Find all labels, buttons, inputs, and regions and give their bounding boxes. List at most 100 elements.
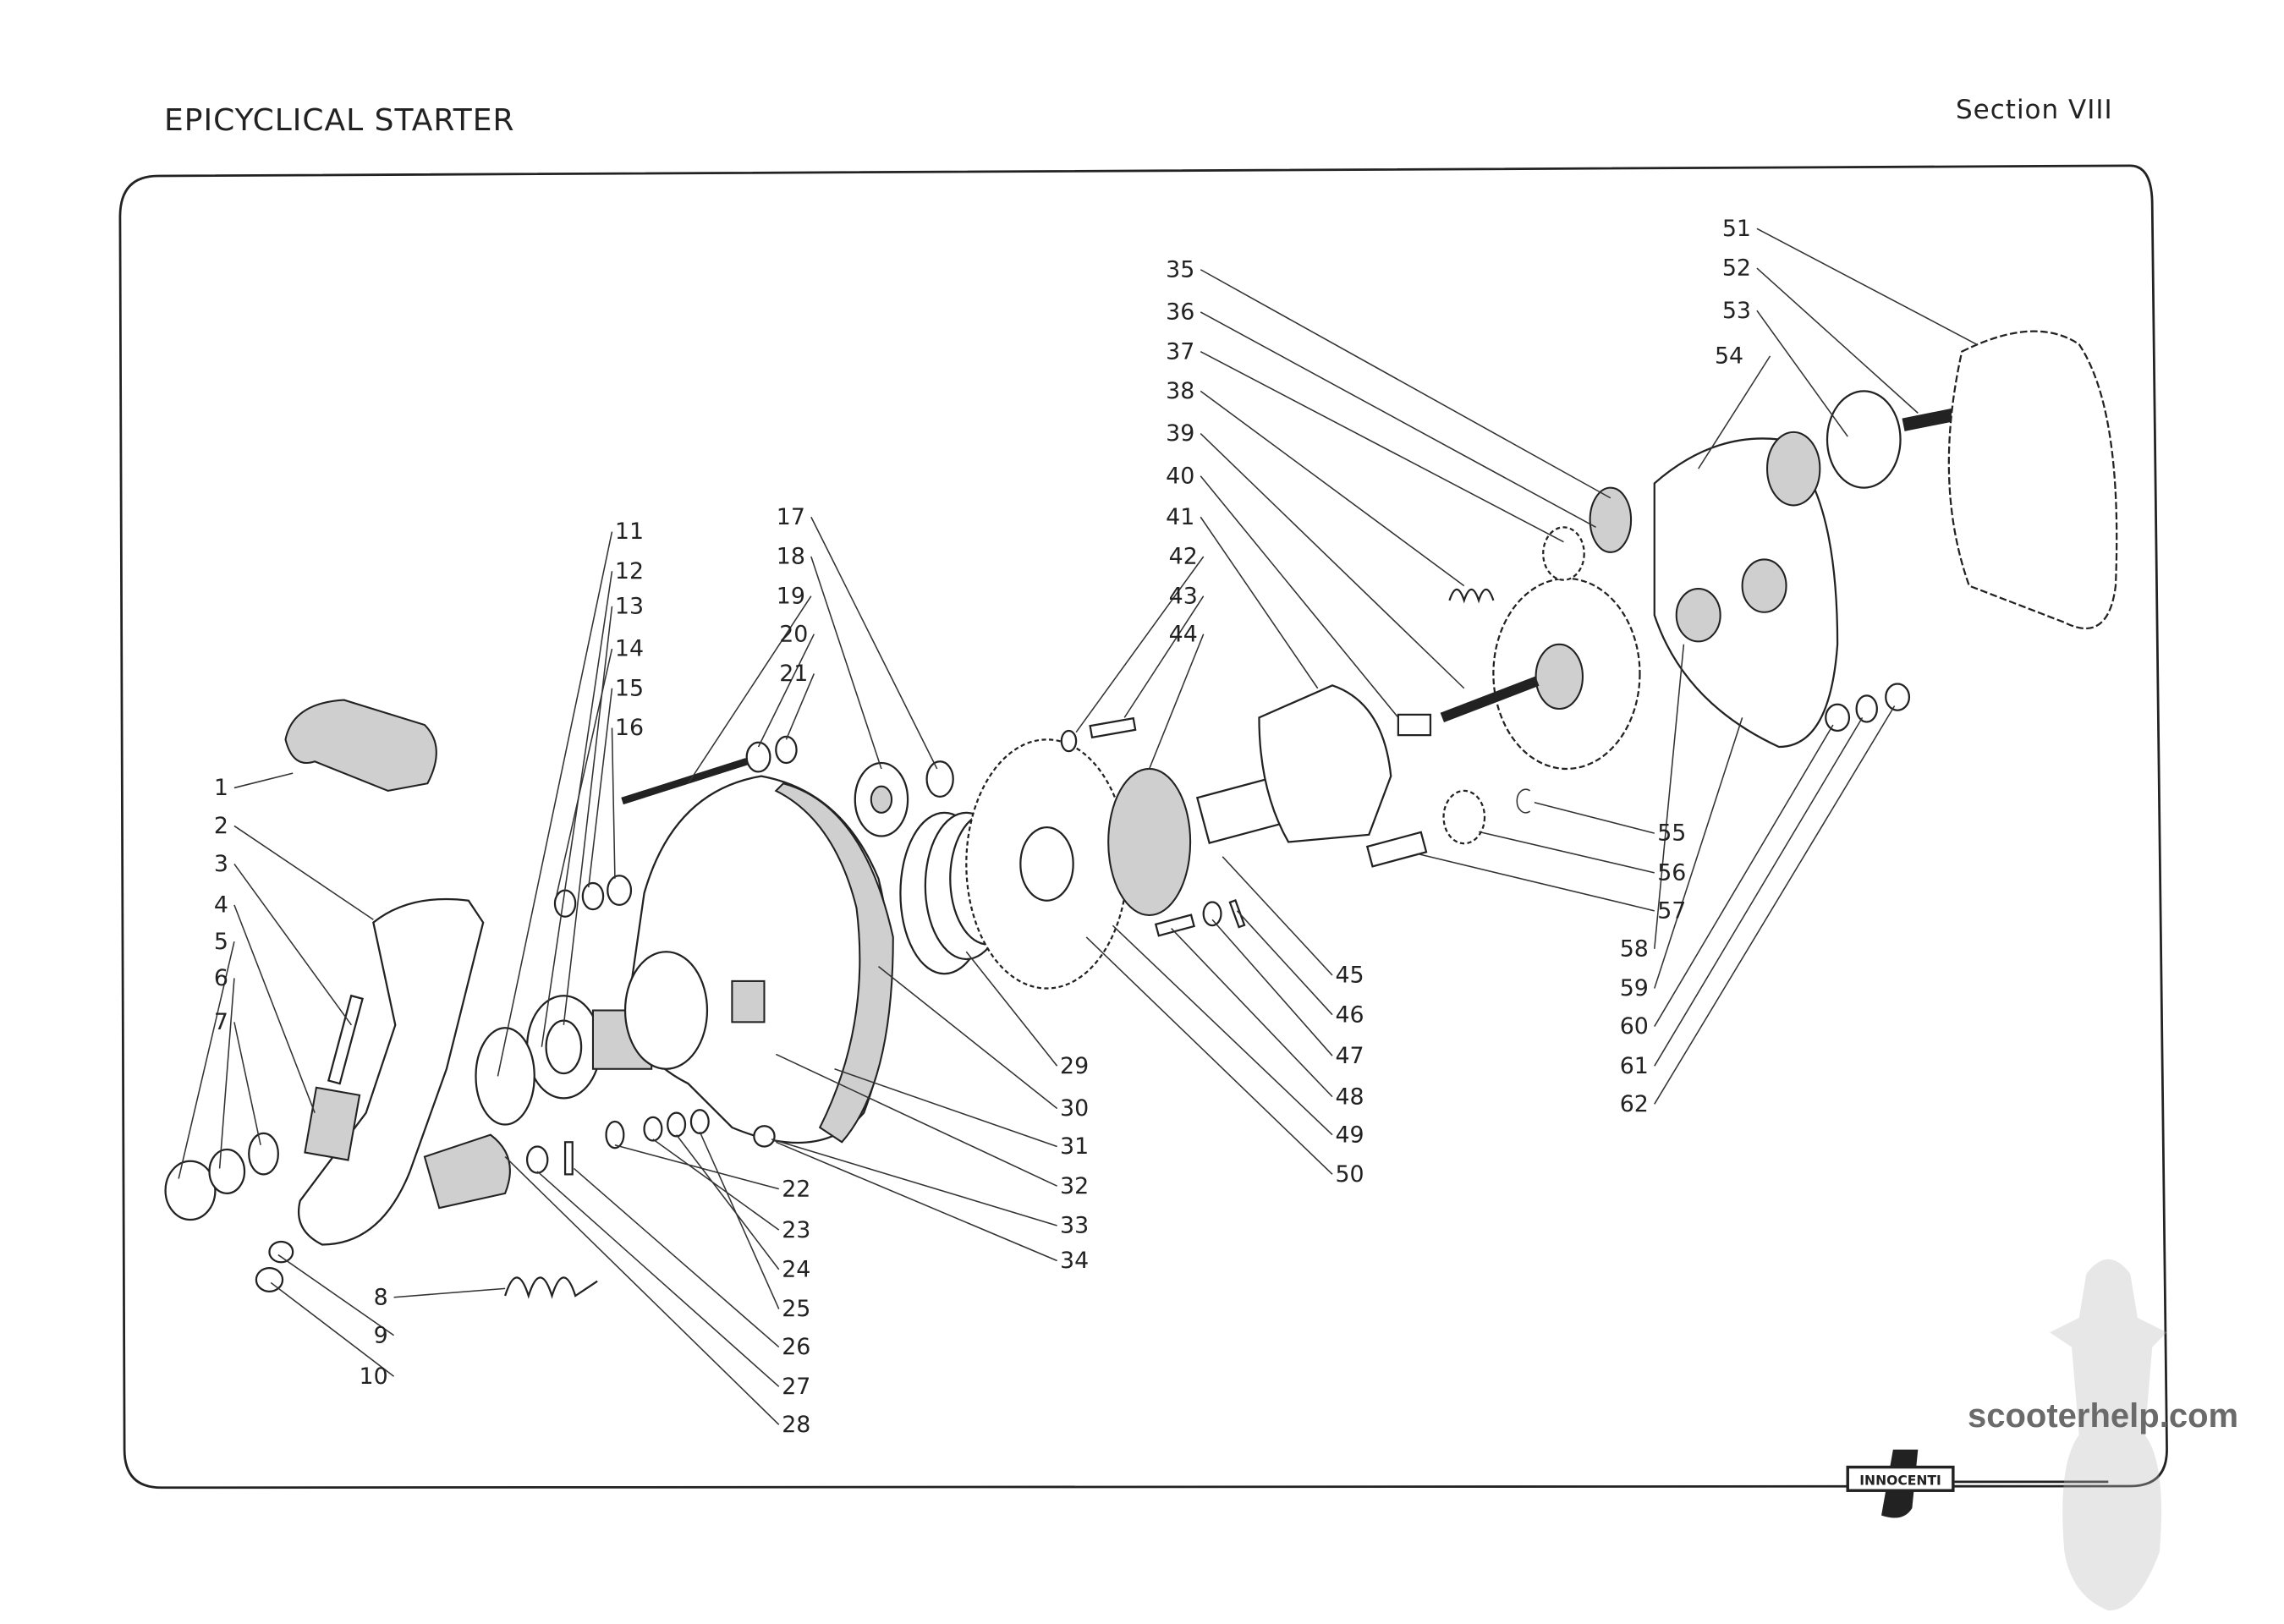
- part-long-bolt: [621, 758, 749, 805]
- leader-line-54: [1698, 355, 1771, 469]
- part-pin-46: [1228, 899, 1246, 929]
- leader-line-22: [614, 1144, 779, 1190]
- logo-text: INNOCENTI: [1859, 1473, 1941, 1488]
- callout-label-14: 14: [615, 636, 644, 662]
- leader-line-18: [810, 556, 882, 770]
- leader-line-2: [233, 825, 374, 920]
- part-nut-10: [255, 1267, 284, 1292]
- part-bush-54: [1766, 431, 1821, 507]
- leader-line-33: [771, 1138, 1057, 1226]
- part-bush-36: [1589, 486, 1633, 553]
- part-washer-9: [268, 1240, 294, 1264]
- leader-line-16: [611, 727, 616, 879]
- callout-label-41: 41: [1166, 504, 1194, 530]
- diagram-frame: [118, 164, 2168, 1490]
- leader-line-26: [573, 1167, 780, 1348]
- callout-label-38: 38: [1166, 378, 1194, 404]
- callout-label-1: 1: [214, 775, 228, 801]
- callout-label-22: 22: [782, 1176, 810, 1202]
- part-bolt-42: [1089, 716, 1137, 739]
- callout-label-55: 55: [1657, 820, 1686, 847]
- part-small: [605, 1120, 625, 1149]
- callout-label-31: 31: [1060, 1133, 1089, 1160]
- part-small: [525, 1145, 549, 1174]
- part-washer-18: [925, 760, 954, 798]
- leader-line-9: [277, 1254, 395, 1336]
- part-cover-boss: [1675, 588, 1721, 643]
- callout-label-53: 53: [1722, 298, 1751, 324]
- callout-label-35: 35: [1166, 256, 1194, 283]
- callout-label-43: 43: [1169, 583, 1198, 609]
- callout-label-37: 37: [1166, 338, 1194, 365]
- callout-label-16: 16: [615, 715, 644, 741]
- callout-label-50: 50: [1335, 1161, 1364, 1188]
- parts-drawing: [164, 330, 2118, 1299]
- leader-line-29: [965, 951, 1058, 1067]
- leader-line-7: [233, 1022, 261, 1145]
- leader-line-6: [218, 978, 235, 1169]
- part-flange: [1258, 684, 1392, 843]
- leader-line-56: [1478, 831, 1655, 874]
- part-housing-rim: [774, 782, 894, 1144]
- leader-line-30: [877, 965, 1058, 1110]
- callout-label-25: 25: [782, 1296, 810, 1322]
- leader-line-45: [1222, 856, 1333, 976]
- callout-label-30: 30: [1060, 1095, 1089, 1122]
- part-pinion-37: [1542, 526, 1585, 581]
- part-pedal-rubber: [284, 699, 437, 792]
- leader-line-28: [504, 1156, 780, 1425]
- part-nut: [607, 875, 633, 907]
- leader-line-13: [563, 606, 613, 1025]
- callout-label-56: 56: [1657, 859, 1686, 886]
- leader-line-14: [555, 648, 613, 897]
- leader-line-57: [1417, 853, 1655, 912]
- part-washer-60: [1825, 703, 1851, 732]
- callout-label-2: 2: [214, 813, 228, 839]
- callout-label-45: 45: [1335, 963, 1364, 989]
- callout-label-15: 15: [615, 675, 644, 701]
- part-gasket-51: [1947, 330, 2118, 630]
- leader-line-34: [776, 1141, 1057, 1262]
- leader-line-10: [270, 1281, 395, 1377]
- innocenti-logo: INNOCENTI: [1846, 1449, 2109, 1518]
- callout-label-44: 44: [1169, 621, 1198, 647]
- callout-label-32: 32: [1060, 1173, 1089, 1199]
- callout-label-36: 36: [1166, 299, 1194, 326]
- leader-line-46: [1236, 910, 1333, 1016]
- part-gear-hub: [1535, 643, 1584, 710]
- page-title: EPICYCLICAL STARTER: [164, 103, 515, 138]
- callout-label-21: 21: [779, 661, 808, 687]
- leader-line-40: [1200, 475, 1399, 718]
- part-gear-56: [1442, 789, 1486, 845]
- part-spring-38: [1448, 588, 1495, 604]
- leader-line-48: [1171, 928, 1333, 1098]
- callout-label-39: 39: [1166, 420, 1194, 447]
- leader-line-4: [233, 904, 316, 1113]
- callout-label-18: 18: [777, 544, 805, 570]
- leader-line-31: [834, 1068, 1057, 1148]
- part-nut-5: [164, 1160, 217, 1221]
- part-cover-boss: [1741, 558, 1787, 613]
- leader-line-27: [536, 1171, 780, 1387]
- part-stud: [1154, 914, 1195, 937]
- part-bearing-17-inner: [870, 785, 893, 814]
- leader-line-3: [233, 863, 353, 1026]
- callout-label-47: 47: [1335, 1043, 1364, 1069]
- part-small: [689, 1109, 710, 1135]
- leader-line-12: [541, 571, 613, 1047]
- leader-line-42: [1075, 556, 1205, 733]
- part-pin-57: [1365, 831, 1428, 868]
- callout-label-12: 12: [615, 558, 644, 584]
- leader-line-47: [1211, 919, 1333, 1056]
- callout-label-17: 17: [777, 504, 805, 530]
- leader-line-19: [687, 595, 812, 784]
- callout-label-34: 34: [1060, 1248, 1089, 1274]
- callout-label-29: 29: [1060, 1053, 1089, 1079]
- part-nut-62: [1885, 683, 1911, 711]
- callout-label-48: 48: [1335, 1084, 1364, 1110]
- part-lever-boss: [423, 1133, 511, 1210]
- part-washer: [553, 889, 577, 918]
- leader-line-5: [178, 941, 235, 1179]
- part-pin-40: [1397, 713, 1432, 737]
- leader-line-8: [393, 1287, 506, 1298]
